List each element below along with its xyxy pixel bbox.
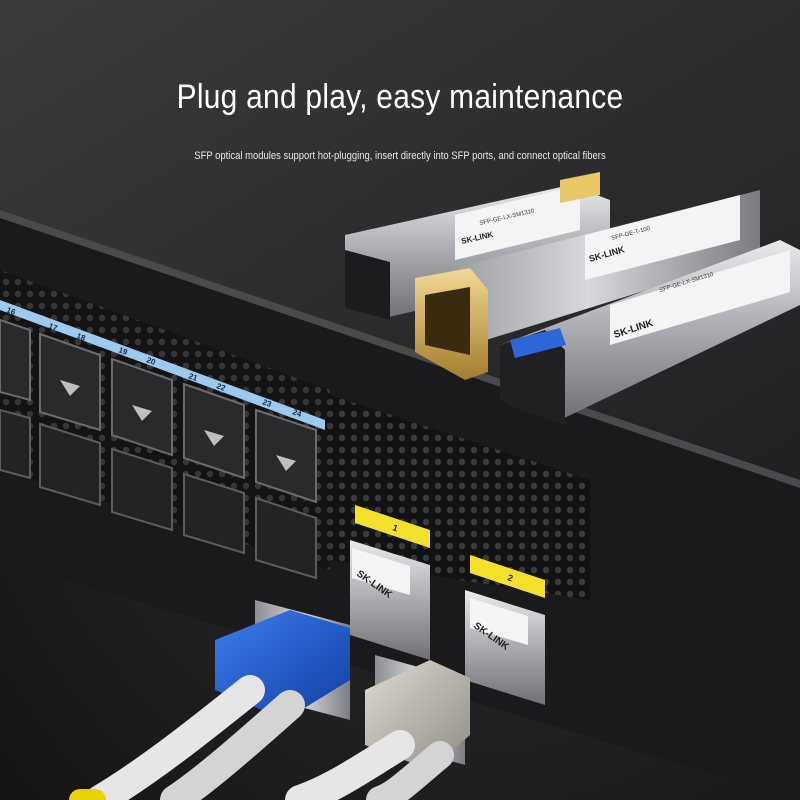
sfp-module-front xyxy=(500,240,800,425)
port-number-strip xyxy=(0,300,325,430)
port-number-label: 20 xyxy=(145,355,157,367)
slot-number-label: 2 xyxy=(506,572,514,583)
port-number-label: 21 xyxy=(187,371,199,383)
port-number-label: 23 xyxy=(261,397,273,409)
slot-tag-2 xyxy=(470,555,545,598)
sfp-module-rj45 xyxy=(415,190,760,380)
port-number-label: 16 xyxy=(5,305,17,317)
headline: Plug and play, easy maintenance xyxy=(176,78,624,116)
fiber-cables xyxy=(69,675,454,800)
port-number-label: 19 xyxy=(117,345,129,357)
subheadline: SFP optical modules support hot-plugging… xyxy=(194,150,606,162)
port-number-label: 22 xyxy=(215,381,227,393)
slot-number-label: 1 xyxy=(391,522,399,533)
sfp-module-inserted-1 xyxy=(215,540,430,720)
port-number-label: 24 xyxy=(291,407,303,419)
port-number-label: 17 xyxy=(47,321,59,333)
sfp-cage-row-top xyxy=(0,318,317,504)
vent-grille-right xyxy=(330,395,590,600)
sfp-module-back xyxy=(345,172,610,320)
port-number-label: 18 xyxy=(75,331,87,343)
sfp-cage-row-bottom xyxy=(0,408,317,580)
slot-tag-1 xyxy=(355,505,430,548)
